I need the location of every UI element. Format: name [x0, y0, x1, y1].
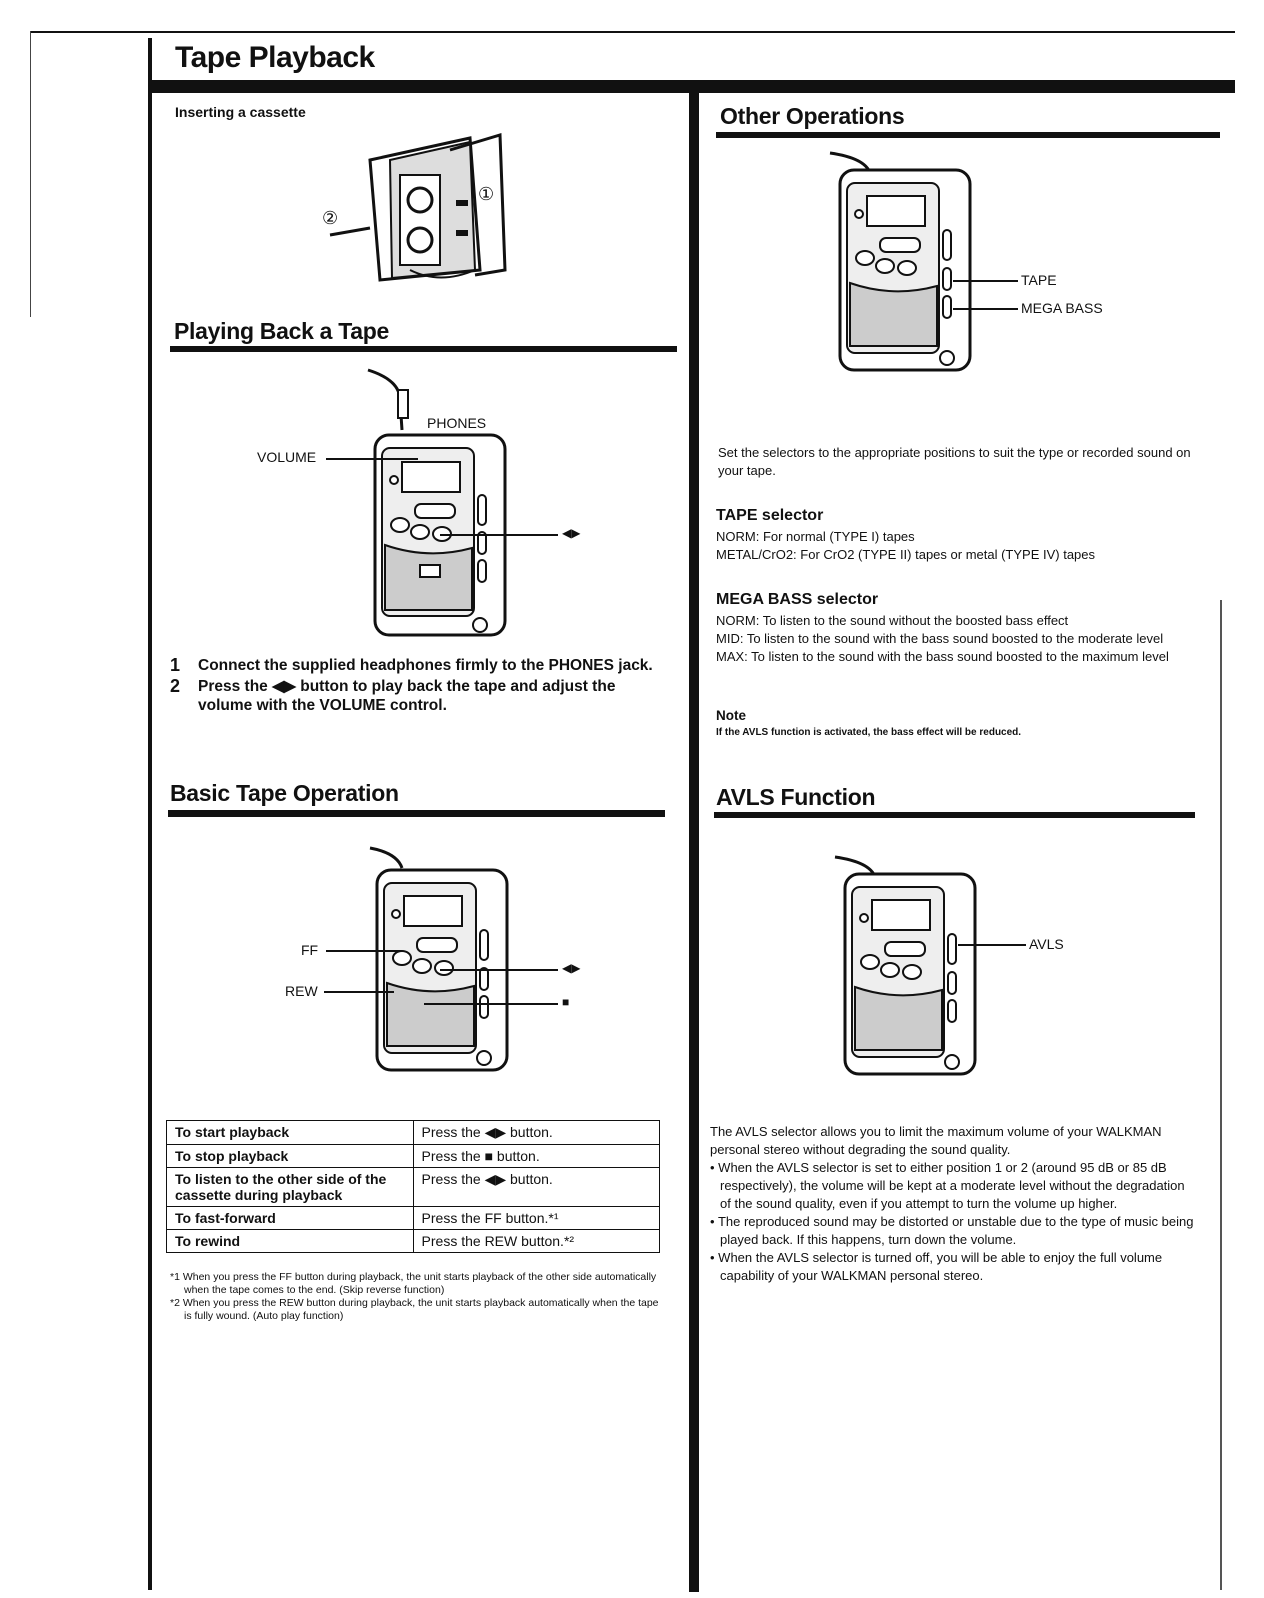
playing-rule: [170, 346, 677, 352]
label-play-1: ◀▶: [562, 526, 581, 540]
megabass-mid: MID: To listen to the sound with the bas…: [716, 631, 1164, 646]
avls-text: The AVLS selector allows you to limit th…: [710, 1123, 1195, 1285]
title-rule: [150, 80, 1235, 93]
inserting-heading: Inserting a cassette: [175, 104, 306, 120]
list-item: The reproduced sound may be distorted or…: [710, 1213, 1195, 1249]
top-rule: [30, 31, 1235, 33]
list-item: When the AVLS selector is turned off, yo…: [710, 1249, 1195, 1285]
avls-rule: [714, 812, 1195, 818]
rew-leader: [324, 991, 394, 993]
label-tape: TAPE: [1021, 272, 1057, 288]
avls-bullets: When the AVLS selector is set to either …: [710, 1159, 1195, 1285]
ff-leader: [326, 950, 402, 952]
footnote-1: *1 When you press the FF button during p…: [170, 1271, 657, 1296]
walkman-playback-illustration: [367, 368, 507, 637]
label-rew: REW: [285, 983, 318, 999]
page-title: Tape Playback: [175, 41, 375, 74]
footnotes: *1 When you press the FF button during p…: [166, 1271, 666, 1323]
walkman-basic-illustration: [369, 846, 509, 1072]
label-play-2: ◀▶: [562, 961, 581, 975]
megabass-leader: [953, 308, 1018, 310]
tape-metal: METAL/CrO2: For CrO2 (TYPE II) tapes or …: [716, 547, 1096, 562]
label-phones: PHONES: [427, 415, 487, 431]
tape-selector-heading: TAPE selector: [716, 507, 824, 524]
note-heading: Note: [716, 708, 746, 723]
megabass-norm: NORM: To listen to the sound without the…: [716, 613, 1069, 628]
label-stop: ■: [562, 995, 570, 1009]
tape-norm: NORM: For normal (TYPE I) tapes: [716, 529, 915, 544]
other-rule: [716, 132, 1220, 138]
center-divider: [689, 92, 699, 1592]
avls-leader: [958, 944, 1026, 946]
tape-selector-text: NORM: For normal (TYPE I) tapes METAL/Cr…: [716, 528, 1206, 564]
left-margin-rule: [30, 31, 31, 317]
label-megabass: MEGA BASS: [1021, 300, 1103, 316]
label-volume: VOLUME: [257, 449, 317, 465]
basic-rule: [168, 810, 665, 817]
basic-heading: Basic Tape Operation: [170, 780, 399, 806]
other-heading: Other Operations: [720, 103, 905, 129]
list-item: When the AVLS selector is set to either …: [710, 1159, 1195, 1213]
megabass-selector-text: NORM: To listen to the sound without the…: [716, 612, 1206, 666]
volume-leader: [326, 458, 418, 460]
tape-leader: [953, 280, 1018, 282]
avls-heading: AVLS Function: [716, 784, 876, 810]
note-text: If the AVLS function is activated, the b…: [716, 727, 1022, 738]
callout-2: ②: [322, 208, 339, 228]
label-ff: FF: [301, 942, 319, 958]
left-column-edge: [148, 38, 152, 1590]
walkman-selectors-illustration: [829, 151, 972, 372]
table-row: To listen to the other side of the casse…: [166, 1167, 661, 1207]
footnote-2: *2 When you press the REW button during …: [170, 1297, 659, 1322]
cassette-insert-illustration: [329, 133, 507, 282]
stop-leader: [424, 1003, 558, 1005]
walkman-avls-illustration: [834, 855, 977, 1076]
callout-1: ①: [478, 184, 495, 204]
other-intro: Set the selectors to the appropriate pos…: [718, 445, 1191, 478]
megabass-max: MAX: To listen to the sound with the bas…: [716, 649, 1169, 664]
megabass-selector-heading: MEGA BASS selector: [716, 591, 879, 608]
play-leader-2: [440, 969, 558, 971]
label-avls: AVLS: [1029, 936, 1064, 952]
right-edge: [1220, 600, 1222, 1590]
avls-intro: The AVLS selector allows you to limit th…: [710, 1124, 1162, 1157]
playing-heading: Playing Back a Tape: [174, 318, 390, 344]
play-leader: [440, 534, 558, 536]
